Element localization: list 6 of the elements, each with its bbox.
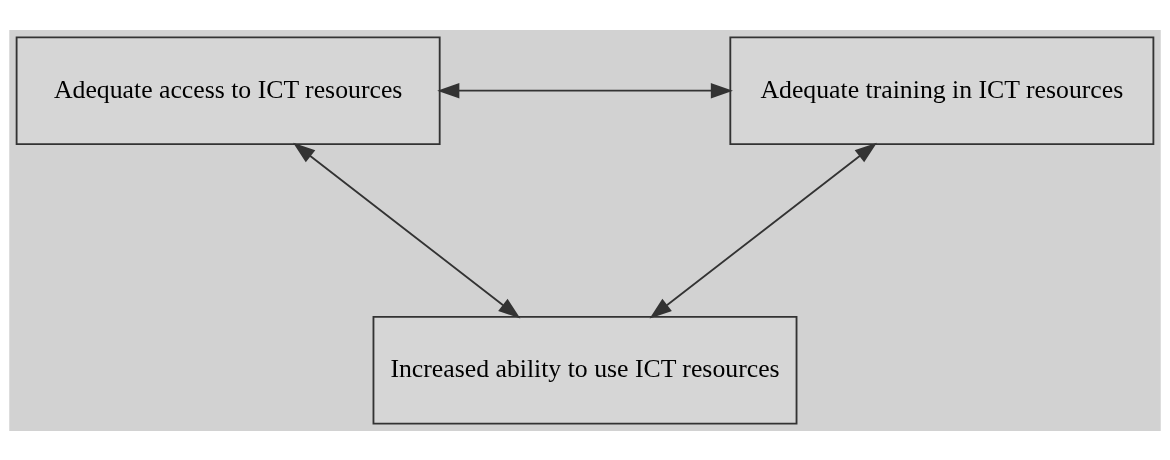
arrow	[437, 82, 733, 98]
arrow	[649, 142, 877, 318]
node-box: Adequate access to ICT resources	[15, 35, 441, 145]
node-box: Increased ability to use ICT resources	[372, 315, 798, 425]
arrow	[293, 142, 521, 318]
node-box: Adequate training in ICT resources	[729, 35, 1155, 145]
